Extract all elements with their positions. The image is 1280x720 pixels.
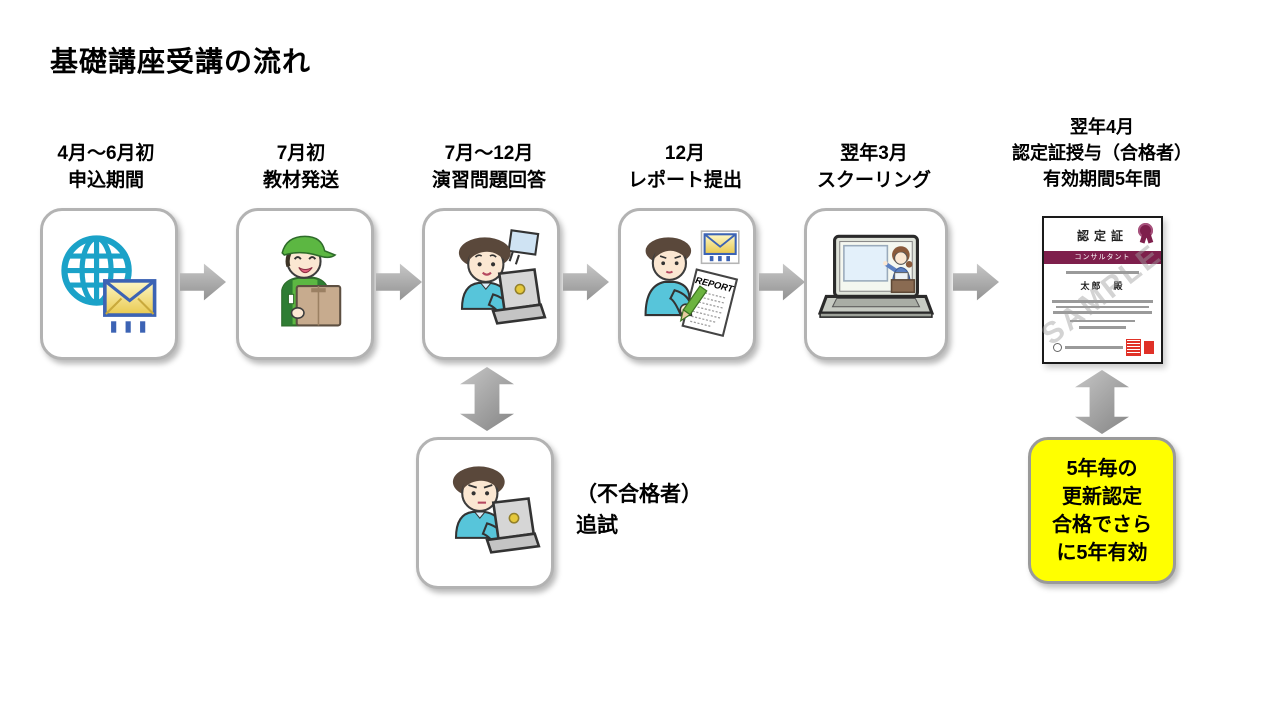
cert-text-line	[1052, 300, 1153, 303]
cert-text-line	[1053, 311, 1152, 314]
renewal-note-line1: 5年毎の	[1066, 457, 1138, 480]
person-laptop-retest-icon	[452, 466, 541, 554]
retest-caption-line2: 追試	[576, 514, 618, 537]
step-3-period: 7月～12月	[444, 143, 534, 164]
step-4-desc: レポート提出	[627, 170, 742, 191]
flow-arrow-3-icon	[563, 263, 609, 301]
flow-arrow-4-icon	[759, 263, 805, 301]
cert-text-line	[1066, 271, 1139, 274]
renewal-note-line3: 合格でさら	[1052, 513, 1152, 536]
delivery-person-icon	[281, 235, 342, 327]
step-2-period: 7月初	[276, 143, 326, 164]
step-1-label: 4月～6月初 申込期間	[6, 140, 206, 194]
step-3-label: 7月～12月 演習問題回答	[389, 140, 589, 194]
person-laptop-icon	[458, 229, 547, 325]
certificate-name: 太郎 殿	[1080, 281, 1125, 291]
step-6-period: 翌年4月	[1069, 117, 1134, 137]
renewal-note: 5年毎の 更新認定 合格でさら に5年有効	[1028, 437, 1176, 584]
page-title: 基礎講座受講の流れ	[50, 46, 312, 77]
step-2-desc: 教材発送	[262, 170, 339, 191]
step-3-desc: 演習問題回答	[431, 170, 546, 191]
step-5-box	[804, 208, 948, 360]
step-1-box	[40, 208, 178, 360]
cert-text-line	[1070, 319, 1135, 322]
retest-double-arrow-icon	[460, 367, 514, 431]
step-5-desc: スクーリング	[816, 170, 931, 191]
certificate-banner: コンサルタント	[1044, 251, 1161, 264]
renewal-note-line4: に5年有効	[1056, 541, 1148, 564]
certificate-footer	[1053, 339, 1154, 356]
step-5-period: 翌年3月	[840, 143, 908, 164]
cert-text-line	[1065, 346, 1123, 349]
retest-caption-line1: （不合格者）	[576, 483, 702, 506]
renewal-double-arrow-icon	[1075, 370, 1129, 434]
certificate: 認定証 コンサルタント 太郎 殿 SAMPLE	[1036, 216, 1169, 364]
step-4-box: REPORT	[618, 208, 756, 360]
step-2-box	[236, 208, 374, 360]
cert-text-line	[1079, 326, 1126, 329]
person-writing-report-icon: REPORT	[644, 230, 740, 338]
mail-mini-icon	[700, 230, 740, 265]
flow-arrow-1-icon	[180, 263, 226, 301]
step-1-desc: 申込期間	[67, 170, 144, 191]
retest-box	[416, 437, 554, 589]
association-logo-icon	[1053, 343, 1062, 352]
globe-mail-icon	[61, 235, 157, 333]
laptop-online-class-icon	[818, 234, 934, 318]
flow-arrow-5-icon	[953, 263, 999, 301]
step-2-label: 7月初 教材発送	[201, 140, 401, 194]
red-seal-icon	[1126, 339, 1141, 356]
step-5-label: 翌年3月 スクーリング	[774, 140, 974, 194]
step-1-period: 4月～6月初	[57, 143, 155, 164]
step-6-label: 翌年4月 認定証授与（合格者） 有効期間5年間	[977, 114, 1227, 192]
step-6-desc2: 有効期間5年間	[1042, 169, 1161, 189]
step-4-label: 12月 レポート提出	[585, 140, 785, 194]
certificate-title: 認定証	[1076, 229, 1128, 243]
retest-caption: （不合格者） 追試	[576, 479, 702, 541]
step-3-box	[422, 208, 560, 360]
step-6-desc: 認定証授与（合格者）	[1012, 143, 1192, 163]
step-4-period: 12月	[664, 143, 706, 164]
renewal-note-line2: 更新認定	[1062, 485, 1142, 508]
flow-arrow-2-icon	[376, 263, 422, 301]
cert-text-line	[1055, 305, 1150, 308]
red-seal-icon	[1144, 341, 1154, 354]
